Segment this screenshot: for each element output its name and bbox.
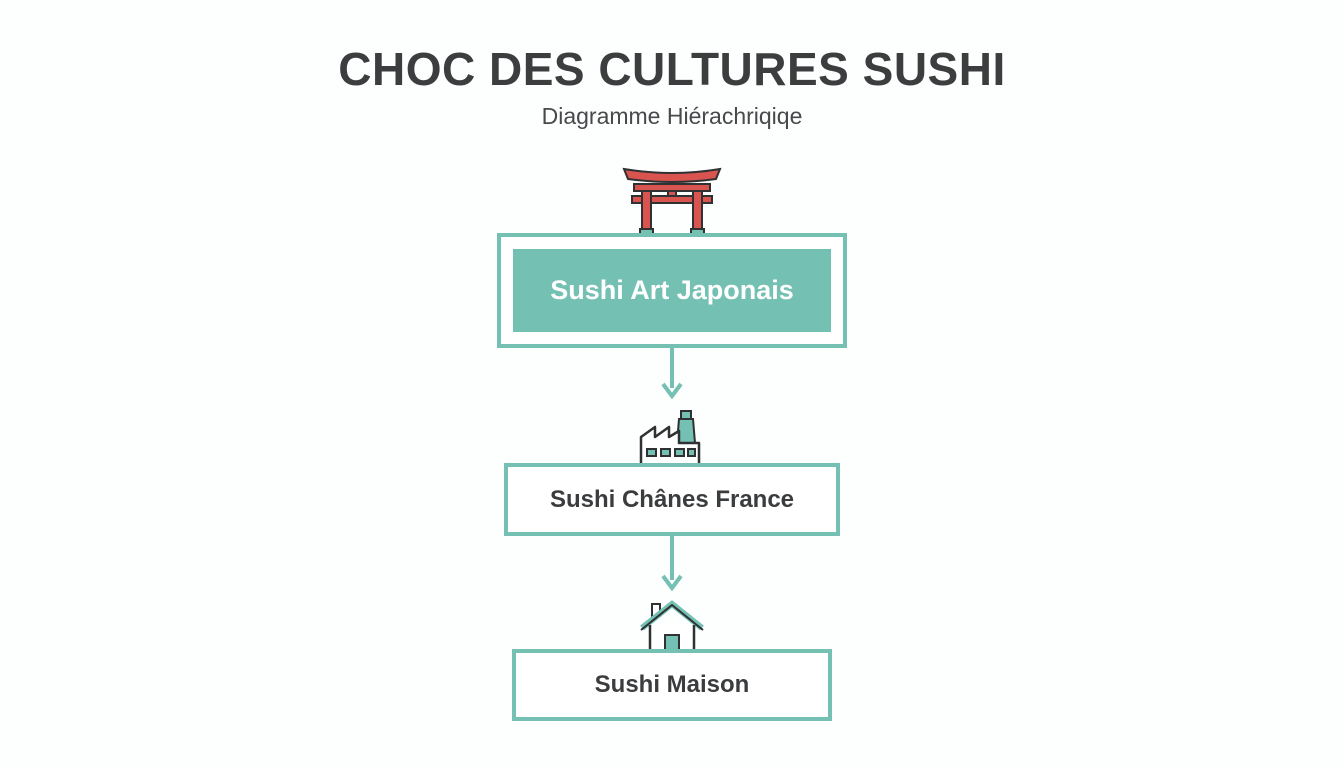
node-sushi-chanes-france: Sushi Chânes France: [504, 463, 840, 536]
factory-icon: [639, 410, 703, 469]
torii-gate-icon: [622, 167, 722, 243]
node-label: Sushi Maison: [594, 671, 750, 698]
node-label: Sushi Art Japonais: [513, 249, 831, 332]
arrow-mid-to-bot: [661, 536, 683, 592]
node-sushi-maison: Sushi Maison: [512, 649, 832, 721]
node-label: Sushi Chânes France: [549, 485, 795, 513]
page-title: CHOC DES CULTURES SUSHI: [338, 43, 1006, 95]
house-icon: [640, 600, 704, 656]
arrow-top-to-mid: [661, 348, 683, 400]
node-sushi-art-japonais: Sushi Art Japonais: [497, 233, 847, 348]
page-subtitle: Diagramme Hiérachriqiqe: [541, 103, 803, 129]
